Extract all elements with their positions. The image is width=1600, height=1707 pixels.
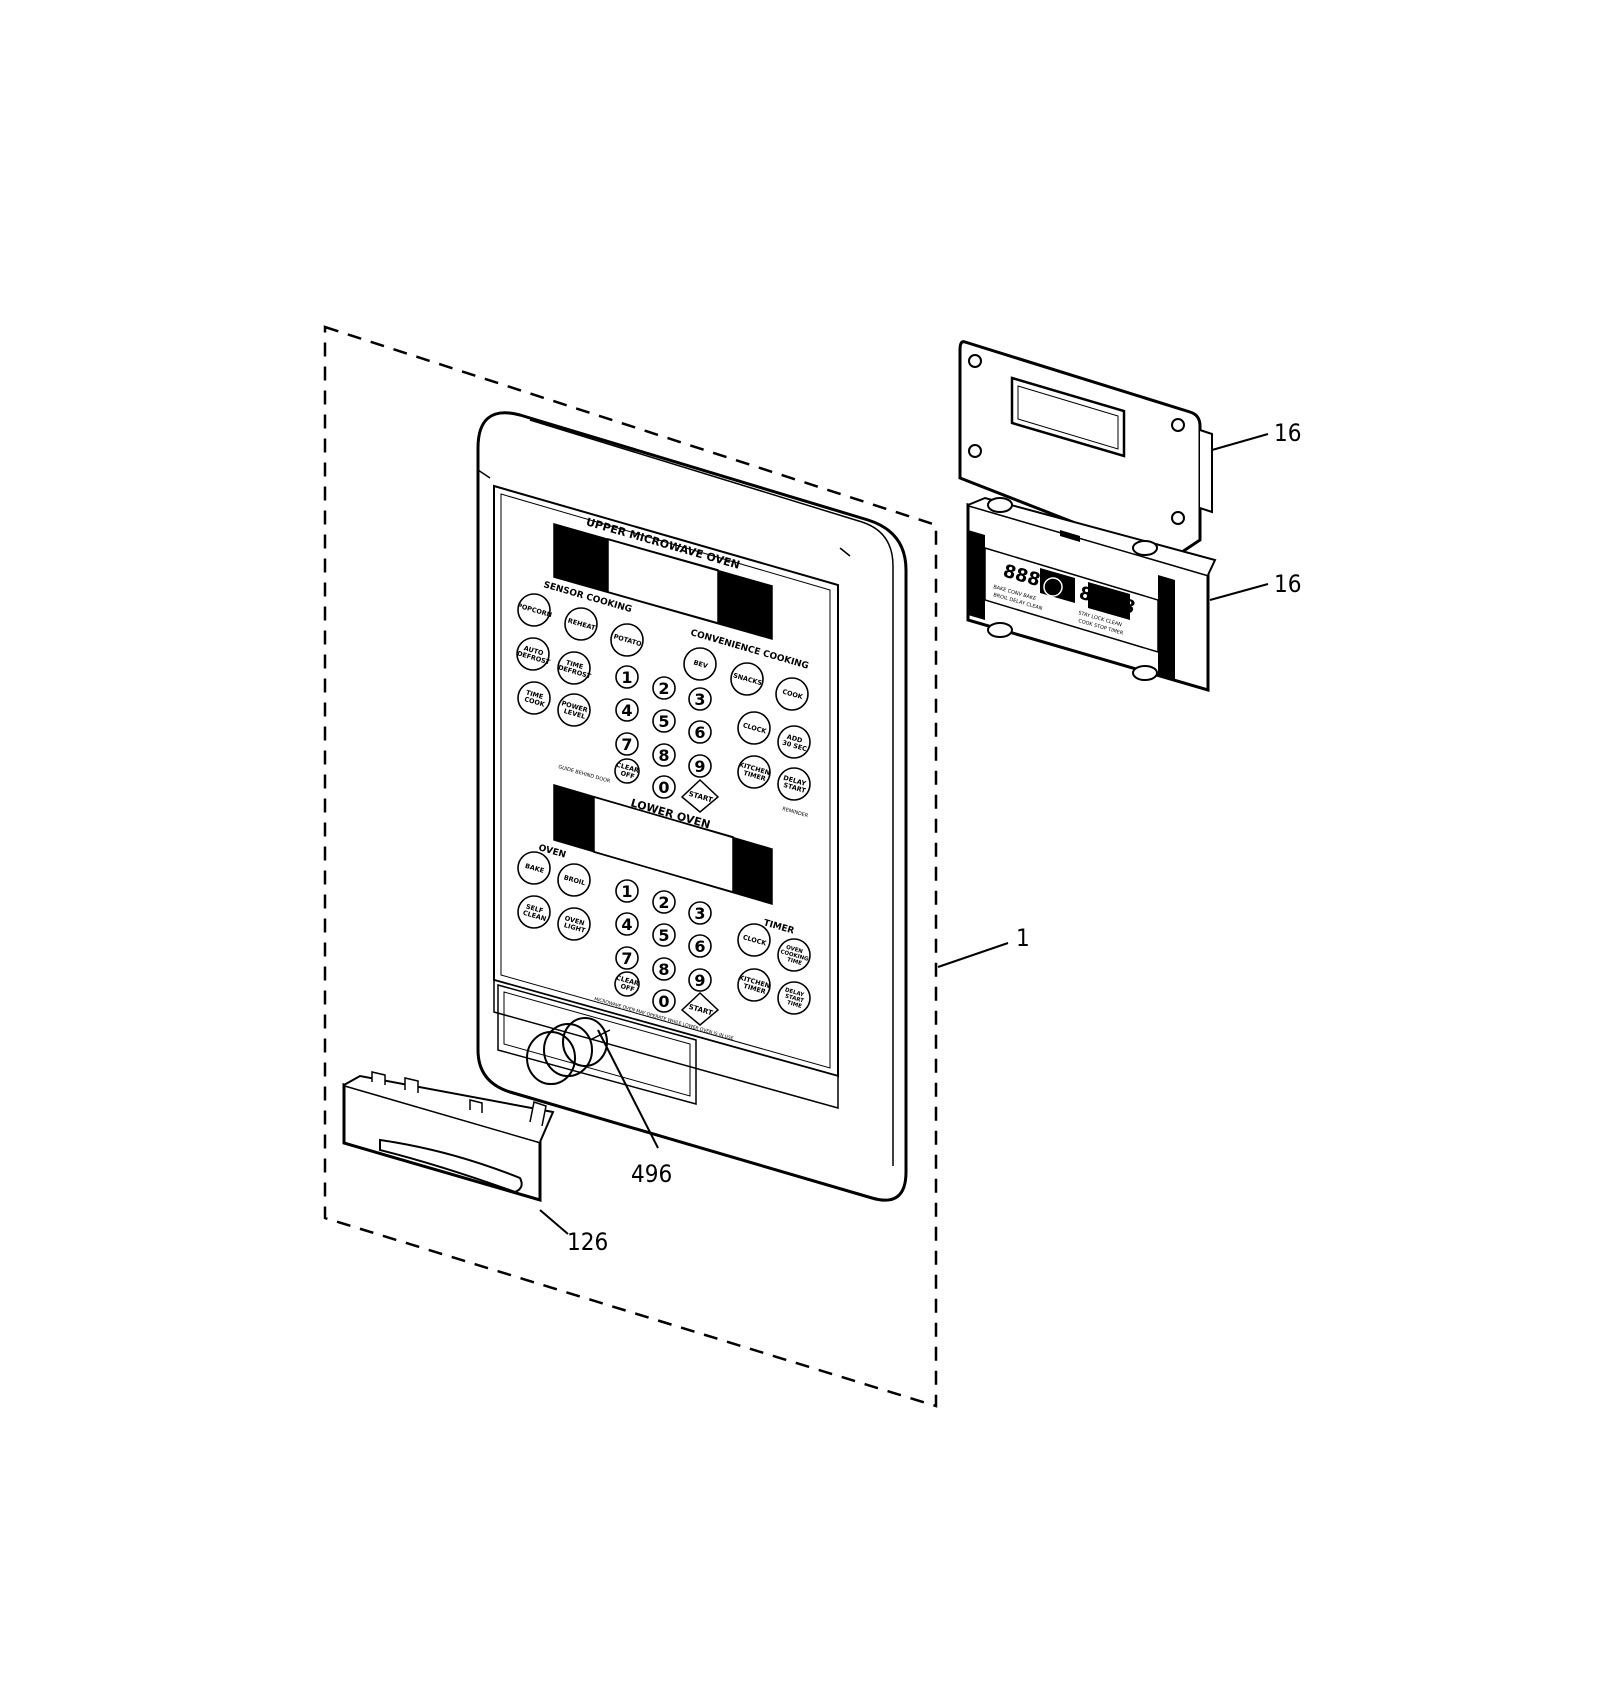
lower-keypad: 1 2 3 4 5 6 7 8 9 0 (615, 879, 712, 1013)
keypad-digit: 2 (658, 893, 669, 912)
callout-1-assembly: 1 (1016, 924, 1030, 952)
keypad-digit: 3 (694, 904, 705, 923)
keypad-digit: 4 (621, 701, 632, 720)
upper-keypad: 1 2 3 4 5 6 7 8 9 0 (615, 665, 712, 799)
leader-board-bottom (1209, 583, 1269, 601)
keypad-digit: 3 (694, 690, 705, 709)
button-label: BEV (693, 659, 709, 671)
leader-lens (597, 1029, 659, 1149)
leader-handle (539, 1209, 569, 1235)
lens-part (526, 1017, 611, 1085)
potato-button[interactable]: POTATO (610, 623, 644, 657)
keypad-digit: 1 (621, 882, 632, 901)
lower-clock-button[interactable]: CLOCK (737, 923, 771, 957)
lower-display-dark-left (554, 785, 594, 852)
keypad-digit: 9 (694, 757, 705, 776)
snacks-button[interactable]: SNACKS (730, 662, 764, 696)
keypad-digit: 5 (658, 712, 669, 731)
upper-keypad-key-8[interactable]: 8 (652, 743, 676, 767)
callout-16-cover-plate: 16 (1274, 419, 1301, 447)
callout-496-lens: 496 (631, 1160, 672, 1188)
upper-keypad-key-6[interactable]: 6 (688, 720, 712, 744)
upper-start-button[interactable]: START (680, 778, 720, 813)
upper-keypad-key-0[interactable]: 0 (652, 775, 676, 799)
control-panel: UPPER MICROWAVE OVEN SENSOR COOKING CONV… (476, 411, 908, 1202)
button-label: TIME (786, 1000, 802, 1010)
callout-126-handle: 126 (567, 1228, 608, 1256)
leader-assembly (937, 942, 1009, 968)
broil-button[interactable]: BROIL (557, 863, 591, 897)
keypad-digit: 5 (658, 926, 669, 945)
callout-16-display-board: 16 (1274, 570, 1301, 598)
cook-button[interactable]: COOK (775, 677, 809, 711)
lower-keypad-key-6[interactable]: 6 (688, 934, 712, 958)
keypad-digit: 7 (621, 735, 632, 754)
lower-keypad-key-9[interactable]: 9 (688, 968, 712, 992)
lower-display-dark-right (733, 837, 772, 904)
keypad-digit: 0 (658, 778, 669, 797)
keypad-digit: 6 (694, 937, 705, 956)
keypad-digit: 1 (621, 668, 632, 687)
assembly-boundary (323, 325, 938, 1408)
lower-keypad-key-5[interactable]: 5 (652, 923, 676, 947)
lower-keypad-key-0[interactable]: 0 (652, 989, 676, 1013)
keypad-digit: 0 (658, 992, 669, 1011)
lower-keypad-key-7[interactable]: 7 (615, 946, 639, 970)
clock-button[interactable]: CLOCK (737, 711, 771, 745)
reheat-button[interactable]: REHEAT (564, 607, 598, 641)
keypad-digit: 7 (621, 949, 632, 968)
lower-start-button[interactable]: START (680, 991, 720, 1026)
keypad-digit: 2 (658, 679, 669, 698)
lower-keypad-key-2[interactable]: 2 (652, 890, 676, 914)
upper-keypad-key-7[interactable]: 7 (615, 732, 639, 756)
upper-display-dark-right (718, 570, 772, 639)
popcorn-button[interactable]: POPCORN (516, 593, 553, 627)
keypad-digit: 8 (658, 960, 669, 979)
upper-keypad-key-4[interactable]: 4 (615, 698, 639, 722)
upper-keypad-key-9[interactable]: 9 (688, 754, 712, 778)
keypad-digit: 9 (694, 971, 705, 990)
upper-keypad-key-5[interactable]: 5 (652, 709, 676, 733)
bake-button[interactable]: BAKE (517, 851, 551, 885)
button-label: OFF (620, 769, 636, 781)
lower-keypad-key-1[interactable]: 1 (615, 879, 639, 903)
upper-display-dark-left (554, 524, 608, 592)
button-label: OVEN (785, 945, 804, 956)
upper-keypad-key-2[interactable]: 2 (652, 676, 676, 700)
button-label: OFF (620, 982, 636, 994)
bev-button[interactable]: BEV (683, 647, 717, 681)
keypad-digit: 6 (694, 723, 705, 742)
button-label: DELAY (784, 987, 805, 998)
display-board-part: 888 88:88 BAKE CONV BAKE BROIL DELAY CLE… (966, 496, 1217, 692)
cover-plate-part (958, 340, 1213, 562)
upper-keypad-key-3[interactable]: 3 (688, 687, 712, 711)
lower-keypad-key-3[interactable]: 3 (688, 901, 712, 925)
button-label: START (784, 993, 804, 1004)
keypad-digit: 4 (621, 915, 632, 934)
lower-keypad-key-8[interactable]: 8 (652, 957, 676, 981)
handle-part (342, 1071, 555, 1202)
keypad-digit: 8 (658, 746, 669, 765)
lower-keypad-key-4[interactable]: 4 (615, 912, 639, 936)
upper-keypad-key-1[interactable]: 1 (615, 665, 639, 689)
leader-board-top (1211, 433, 1269, 451)
button-label: TIME (786, 957, 802, 967)
